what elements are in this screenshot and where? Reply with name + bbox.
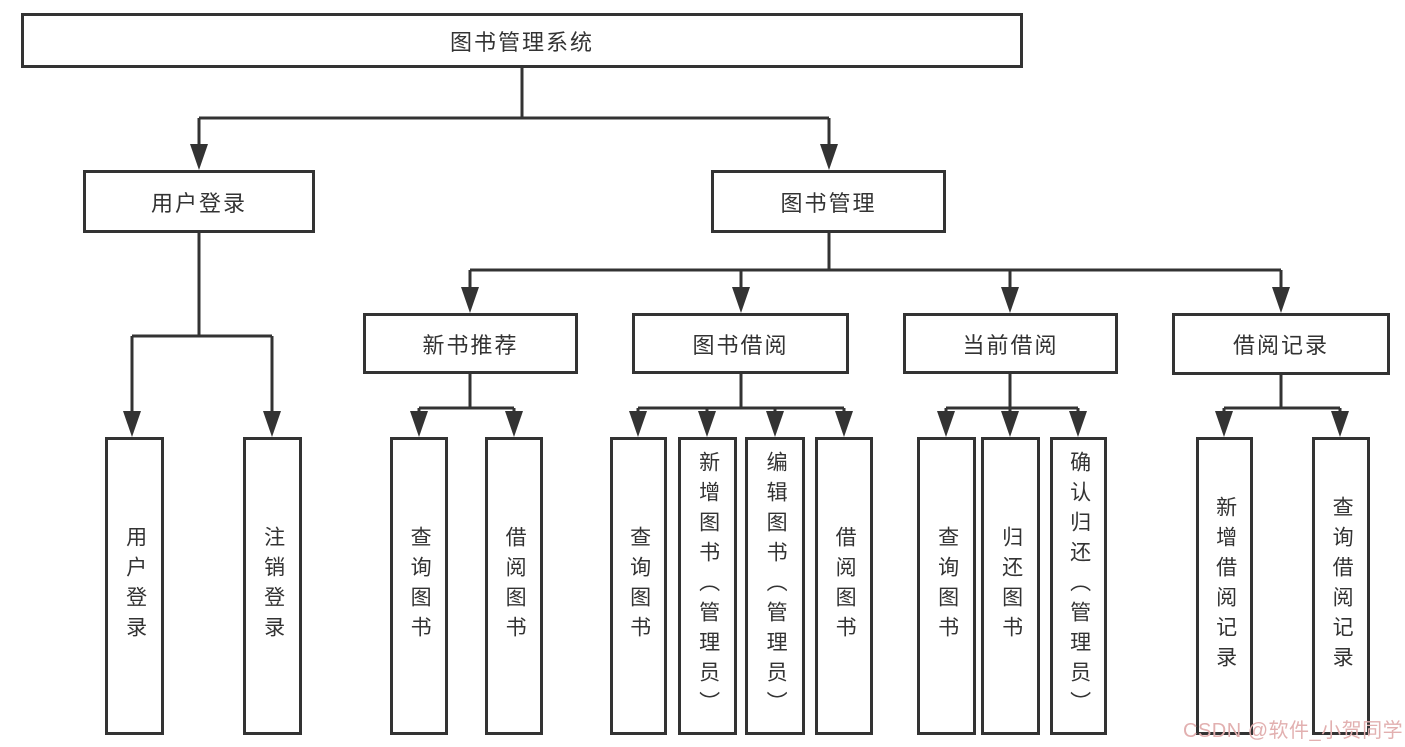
connector-records-to-leaves: [1215, 375, 1349, 437]
connector-recommend-to-leaves: [410, 374, 523, 437]
node-label: 确认归还（管理员）: [1067, 451, 1091, 721]
node-current-borrowing: 当前借阅: [903, 313, 1118, 374]
leaf-borrowing-query-book: 查询图书: [610, 437, 667, 735]
node-label: 注销登录: [261, 526, 285, 646]
connector-current-to-leaves: [937, 374, 1087, 437]
leaf-recommend-borrow-book: 借阅图书: [485, 437, 543, 735]
node-label: 借阅记录: [1232, 333, 1329, 358]
arrowhead-icon: [698, 411, 716, 437]
arrowhead-icon: [410, 411, 428, 437]
leaf-borrowing-add-book-admin: 新增图书（管理员）: [678, 437, 737, 735]
node-label: 编辑图书（管理员）: [764, 451, 788, 721]
leaf-user-login: 用户登录: [105, 437, 164, 735]
node-label: 查询图书: [935, 526, 959, 646]
node-label: 图书管理系统: [449, 29, 594, 55]
node-label: 借阅图书: [833, 526, 857, 646]
leaf-borrowing-borrow-book: 借阅图书: [815, 437, 873, 735]
node-label: 新增借阅记录: [1213, 496, 1237, 676]
arrowhead-icon: [937, 411, 955, 437]
arrowhead-icon: [263, 411, 281, 437]
leaf-records-query-record: 查询借阅记录: [1312, 437, 1370, 735]
arrowhead-icon: [123, 411, 141, 437]
connector-login-to-leaves: [123, 233, 281, 437]
arrowhead-icon: [190, 144, 208, 170]
node-label: 查询借阅记录: [1330, 496, 1354, 676]
arrowhead-icon: [1272, 287, 1290, 313]
arrowhead-icon: [1069, 411, 1087, 437]
leaf-logout-login: 注销登录: [243, 437, 302, 735]
leaf-current-return-book: 归还图书: [981, 437, 1040, 735]
node-book-management: 图书管理: [711, 170, 946, 233]
node-label: 当前借阅: [962, 332, 1059, 358]
node-label: 图书管理: [780, 190, 877, 216]
leaf-current-query-book: 查询图书: [917, 437, 976, 735]
node-library-system-root: 图书管理系统: [21, 13, 1023, 68]
leaf-current-confirm-return-admin: 确认归还（管理员）: [1050, 437, 1107, 735]
connector-root-to-level2: [190, 68, 838, 170]
connector-borrowing-to-leaves: [629, 374, 853, 437]
node-label: 用户登录: [150, 190, 247, 216]
connector-mgmt-to-level3: [461, 233, 1290, 313]
arrowhead-icon: [629, 411, 647, 437]
node-label: 归还图书: [999, 526, 1023, 646]
arrowhead-icon: [766, 411, 784, 437]
node-book-borrowing: 图书借阅: [632, 313, 849, 374]
leaf-records-add-record: 新增借阅记录: [1196, 437, 1253, 735]
node-label: 用户登录: [123, 526, 147, 646]
node-label: 新书推荐: [422, 332, 519, 358]
arrowhead-icon: [461, 287, 479, 313]
leaf-recommend-query-book: 查询图书: [390, 437, 448, 735]
node-label: 借阅图书: [503, 526, 527, 646]
node-label: 新增图书（管理员）: [696, 451, 720, 721]
node-label: 图书借阅: [692, 332, 789, 358]
arrowhead-icon: [1215, 411, 1233, 437]
node-borrowing-records: 借阅记录: [1172, 313, 1390, 375]
arrowhead-icon: [1001, 287, 1019, 313]
leaf-borrowing-edit-book-admin: 编辑图书（管理员）: [745, 437, 805, 735]
node-new-book-recommendation: 新书推荐: [363, 313, 578, 374]
node-label: 查询图书: [627, 526, 651, 646]
arrowhead-icon: [820, 144, 838, 170]
arrowhead-icon: [1331, 411, 1349, 437]
arrowhead-icon: [732, 287, 750, 313]
arrowhead-icon: [1001, 411, 1019, 437]
arrowhead-icon: [505, 411, 523, 437]
arrowhead-icon: [835, 411, 853, 437]
node-user-login: 用户登录: [83, 170, 315, 233]
watermark: CSDN @软件_小贺同学: [1183, 720, 1404, 742]
node-label: 查询图书: [408, 526, 432, 646]
